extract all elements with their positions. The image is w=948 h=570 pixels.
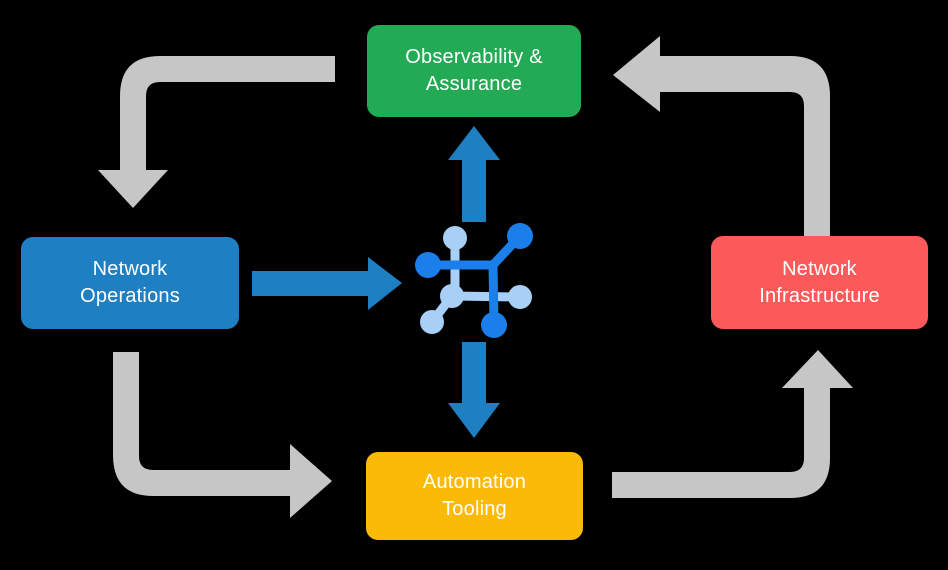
blue-arrow-center-to-observability (448, 126, 500, 222)
node-box-network-infrastructure[interactable]: Network Infrastructure (711, 236, 928, 329)
gray-arrow-infrastructure-to-observability (613, 36, 830, 240)
node-label-automation-tooling: Automation Tooling (422, 471, 527, 520)
node-label-network-operations: Network Operations (80, 258, 180, 307)
gray-arrow-operations-to-automation (113, 352, 332, 518)
node-label-observability: Observability & Assurance (405, 46, 543, 95)
topology-dark-nodes (415, 223, 533, 338)
node-box-network-operations[interactable]: Network Operations (21, 237, 239, 329)
blue-arrow-center-to-automation (448, 342, 500, 438)
topology-light-nodes (420, 226, 532, 334)
gray-arrow-automation-to-infrastructure (612, 350, 853, 498)
blue-arrow-operations-to-center (252, 257, 402, 310)
node-label-network-infrastructure: Network Infrastructure (759, 257, 880, 307)
node-box-automation-tooling[interactable]: Automation Tooling (366, 452, 583, 540)
gray-arrow-observability-to-operations (98, 56, 335, 208)
node-box-observability[interactable]: Observability & Assurance (367, 25, 581, 117)
network-topology-icon (415, 223, 533, 338)
